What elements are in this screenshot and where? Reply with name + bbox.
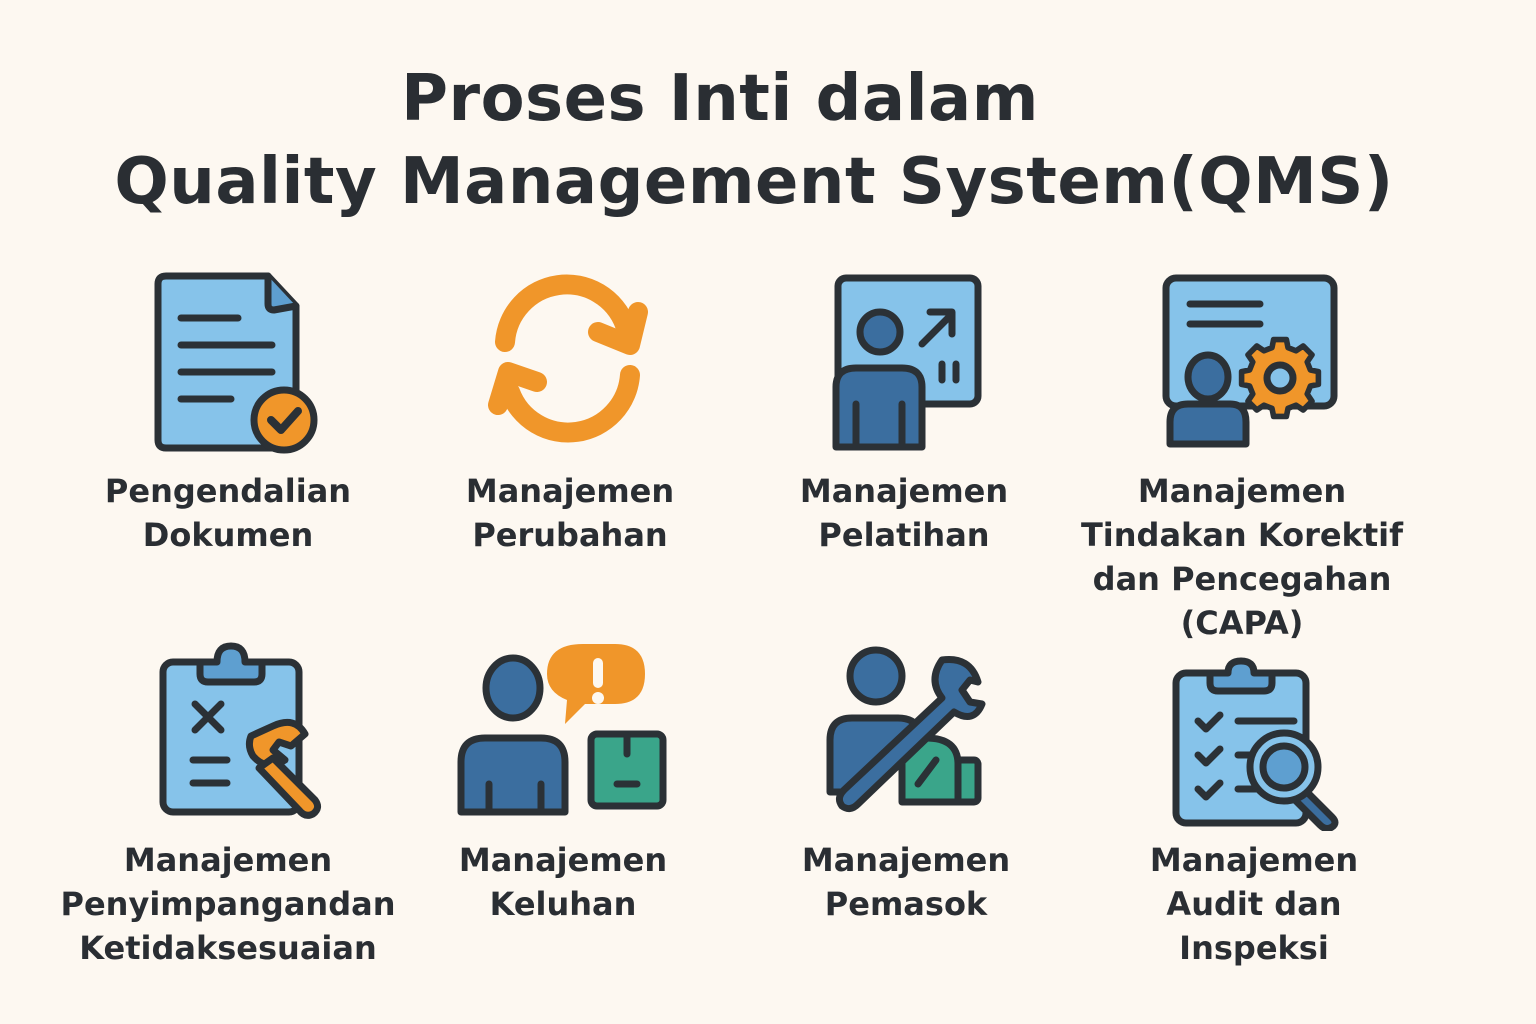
label-capa-management: Manajemen Tindakan Korektif dan Pencegah…	[1062, 469, 1422, 645]
label-document-control: Pengendalian Dokumen	[48, 469, 408, 557]
label-line: Audit dan	[1166, 885, 1342, 923]
refresh-cycle-icon	[488, 274, 648, 443]
label-line: Manajemen	[1149, 841, 1359, 879]
label-line: Manajemen	[458, 841, 668, 879]
screen-person-gear-icon	[1162, 274, 1338, 448]
person-complaint-box-icon	[457, 644, 667, 816]
document-check-icon	[154, 272, 318, 454]
label-supplier-management: Manajemen Pemasok	[726, 838, 1086, 926]
supplier-wrench-icon	[826, 646, 986, 813]
clipboard-wrench-icon	[159, 642, 322, 819]
label-line: Ketidaksesuaian	[79, 929, 377, 967]
label-line: Pelatihan	[818, 516, 990, 554]
label-line: Manajemen	[799, 472, 1009, 510]
label-line: Penyimpangandan	[60, 885, 396, 923]
training-presentation-icon	[832, 274, 982, 451]
label-line: Manajemen	[465, 472, 675, 510]
label-line: Perubahan	[472, 516, 668, 554]
label-line: Dokumen	[142, 516, 314, 554]
label-line: Pemasok	[824, 885, 988, 923]
title-line-1: Proses Inti dalam	[401, 62, 1039, 136]
label-line: dan Pencegahan	[1092, 560, 1392, 598]
label-line: Manajemen	[801, 841, 1011, 879]
label-line: Pengendalian	[104, 472, 352, 510]
label-line: Inspeksi	[1179, 929, 1329, 967]
label-change-management: Manajemen Perubahan	[390, 469, 750, 557]
label-deviation-nonconformance: Manajemen Penyimpangandan Ketidaksesuaia…	[48, 838, 408, 970]
label-complaint-management: Manajemen Keluhan	[383, 838, 743, 926]
clipboard-audit-magnifier-icon	[1172, 657, 1339, 831]
label-training-management: Manajemen Pelatihan	[724, 469, 1084, 557]
label-line: Tindakan Korektif	[1080, 516, 1404, 554]
label-line: Manajemen	[1137, 472, 1347, 510]
label-line: Keluhan	[489, 885, 637, 923]
title-line-2: Quality Management System(QMS)	[114, 145, 1394, 219]
label-line: Manajemen	[123, 841, 333, 879]
label-line: (CAPA)	[1180, 604, 1304, 642]
label-audit-inspection: Manajemen Audit dan Inspeksi	[1074, 838, 1434, 970]
